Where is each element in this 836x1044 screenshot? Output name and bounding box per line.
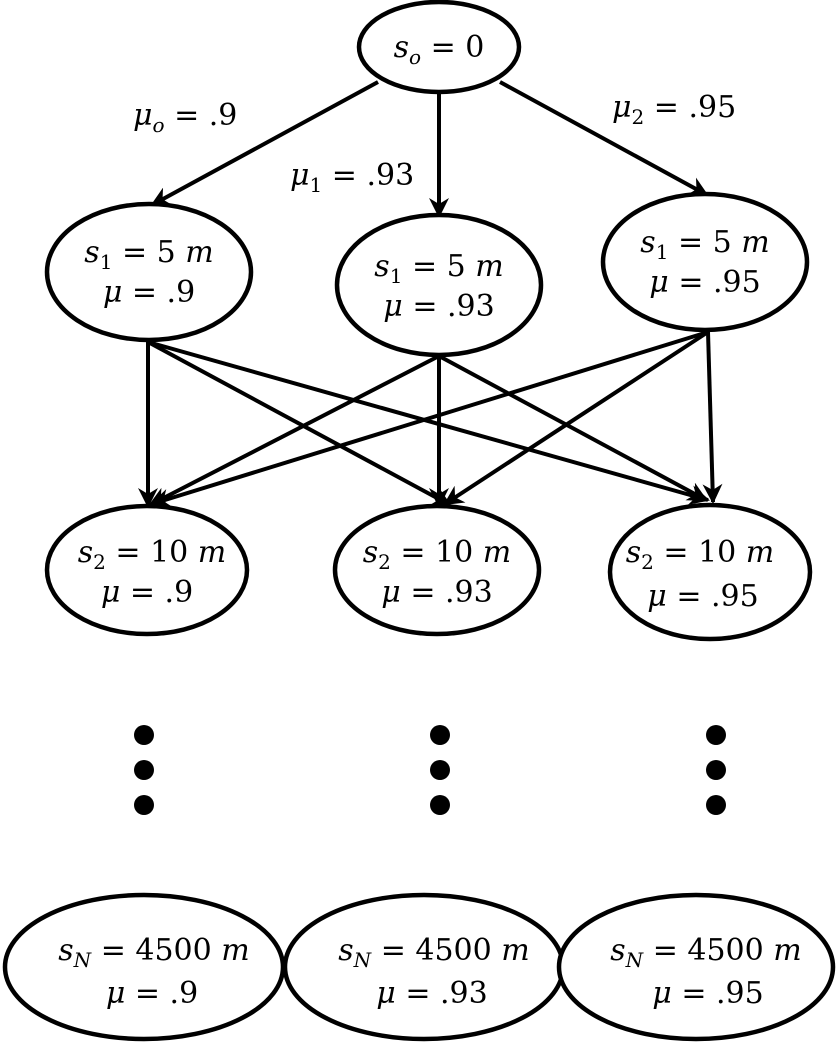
- node-label-line2: μ = .9: [106, 976, 198, 1011]
- node-label-line2: μ = .9: [101, 575, 193, 610]
- node-label-line2: μ = .93: [381, 575, 492, 610]
- node-label-line1: s1 = 5 m: [374, 249, 503, 288]
- edge-root-to-r1n0: [150, 80, 379, 207]
- node-label-line2: μ = .9: [103, 275, 195, 310]
- node-root: so = 0: [356, 0, 522, 95]
- edge-label-mu1: μ1 = .93: [290, 158, 414, 197]
- node-sN-mu-0.95: sN = 4500 m μ = .95: [556, 892, 836, 1042]
- node-label-line1: sN = 4500 m: [338, 933, 529, 972]
- node-label-line2: μ = .95: [652, 976, 763, 1011]
- edges-row1-to-row2: [138, 330, 723, 509]
- edge-r1n2-to-r2n2: [702, 331, 723, 504]
- edge-label-mu2: μ2 = .95: [612, 90, 736, 129]
- node-label-line1: sN = 4500 m: [58, 933, 249, 972]
- node-label-line1: s2 = 10 m: [626, 535, 775, 574]
- edge-root-to-r1n2: [499, 80, 709, 197]
- node-s1-mu-0.95: s1 = 5 m μ = .95: [600, 191, 810, 333]
- node-label-line2: μ = .95: [649, 265, 760, 300]
- edge-r1n1-to-r2n2: [438, 354, 708, 502]
- edge-r1n1-to-r2n0: [148, 354, 440, 507]
- edge-label-mu0: μo = .9: [133, 98, 237, 137]
- node-sN-mu-0.93: sN = 4500 m μ = .93: [282, 892, 566, 1042]
- edge-r1n2-to-r2n1: [443, 330, 710, 506]
- edge-r1n0-to-r2n2: [147, 340, 710, 505]
- node-label-line1: s1 = 5 m: [84, 235, 213, 274]
- node-label-line2: μ = .95: [647, 579, 758, 614]
- node-s2-mu-0.93: s2 = 10 m μ = .93: [332, 503, 542, 637]
- node-root-label: so = 0: [394, 30, 485, 69]
- node-label-line1: s2 = 10 m: [363, 535, 512, 574]
- node-label-line2: μ = .93: [376, 976, 487, 1011]
- node-s1-mu-0.93: s1 = 5 m μ = .93: [334, 212, 544, 358]
- ellipsis-column-1: [134, 725, 154, 815]
- node-label-line1: s2 = 10 m: [78, 535, 227, 574]
- node-s1-mu-0.9: s1 = 5 m μ = .9: [44, 201, 254, 343]
- node-sN-mu-0.9: sN = 4500 m μ = .9: [2, 892, 286, 1042]
- edge-r1n2-to-r2n0: [150, 330, 709, 509]
- ellipsis-column-2: [430, 725, 450, 815]
- node-s2-mu-0.9: s2 = 10 m μ = .9: [44, 503, 250, 637]
- node-label-line2: μ = .93: [383, 289, 494, 324]
- ellipsis-column-3: [706, 725, 726, 815]
- edges-root-to-row1: [150, 80, 709, 218]
- node-label-line1: sN = 4500 m: [610, 933, 801, 972]
- node-s2-mu-0.95: s2 = 10 m μ = .95: [607, 502, 813, 642]
- edge-r1n0-to-r2n1: [147, 340, 452, 507]
- node-label-line1: s1 = 5 m: [640, 225, 769, 264]
